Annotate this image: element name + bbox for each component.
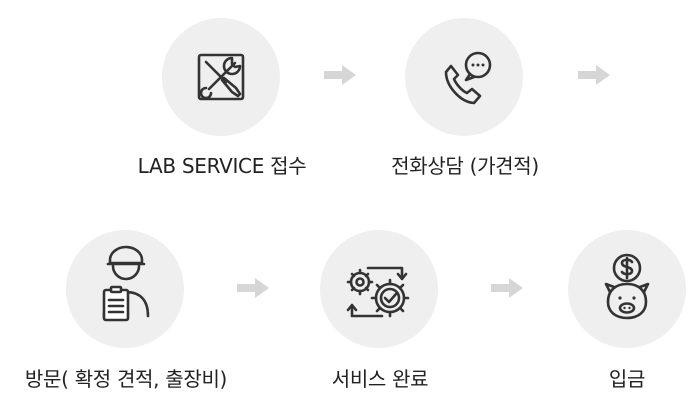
tools-icon <box>197 53 245 101</box>
phone-chat-icon <box>444 51 492 105</box>
step-3-label: 방문( 확정 견적, 출장비) <box>24 367 228 391</box>
arrow-right-icon <box>491 278 523 298</box>
step-5-circle <box>568 230 686 348</box>
arrow-right-icon <box>324 65 356 85</box>
step-3-circle <box>66 230 184 348</box>
step-2-label: 전화상담 (가견적) <box>391 154 539 178</box>
arrow-right-icon <box>237 278 269 298</box>
step-1-circle <box>162 18 280 136</box>
arrow-right-icon <box>578 65 610 85</box>
step-1-label: LAB SERVICE 접수 <box>137 154 307 178</box>
step-4-label: 서비스 완료 <box>331 367 429 391</box>
gears-check-icon <box>346 266 410 318</box>
piggy-bank-dollar-icon <box>604 253 650 320</box>
step-5-label: 입금 <box>608 367 646 391</box>
step-4-circle <box>320 230 438 348</box>
technician-clipboard-icon <box>102 245 150 322</box>
step-2-circle <box>405 18 523 136</box>
